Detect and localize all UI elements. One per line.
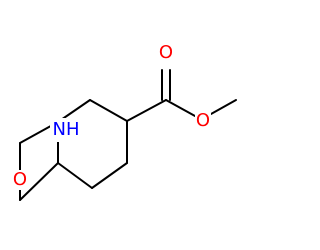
nitrogen-bridge-label: NH xyxy=(53,119,80,140)
oxygen-ester-label: O xyxy=(196,110,210,131)
bond-c4-c5 xyxy=(91,162,128,189)
bond-ester-o-methyl xyxy=(210,99,237,115)
oxygen-carbonyl-label: O xyxy=(159,42,173,63)
o-ring-label-bg xyxy=(12,170,28,190)
bond-c3-carbonyl xyxy=(126,99,167,122)
bond-carbonyl-ester-o xyxy=(165,99,196,117)
bond-c8-c6 xyxy=(19,162,59,201)
oxygen-ring-label: O xyxy=(13,169,27,190)
bond-c5-c6 xyxy=(57,162,93,189)
structure-canvas: O NH O O xyxy=(12,42,237,201)
o-ester-label-bg xyxy=(195,110,211,132)
nh-label-bg xyxy=(50,118,82,142)
bond-c2-c3 xyxy=(89,99,128,122)
molecule-structure: O NH O O xyxy=(12,42,237,201)
o-carbonyl-label-bg xyxy=(158,42,174,64)
